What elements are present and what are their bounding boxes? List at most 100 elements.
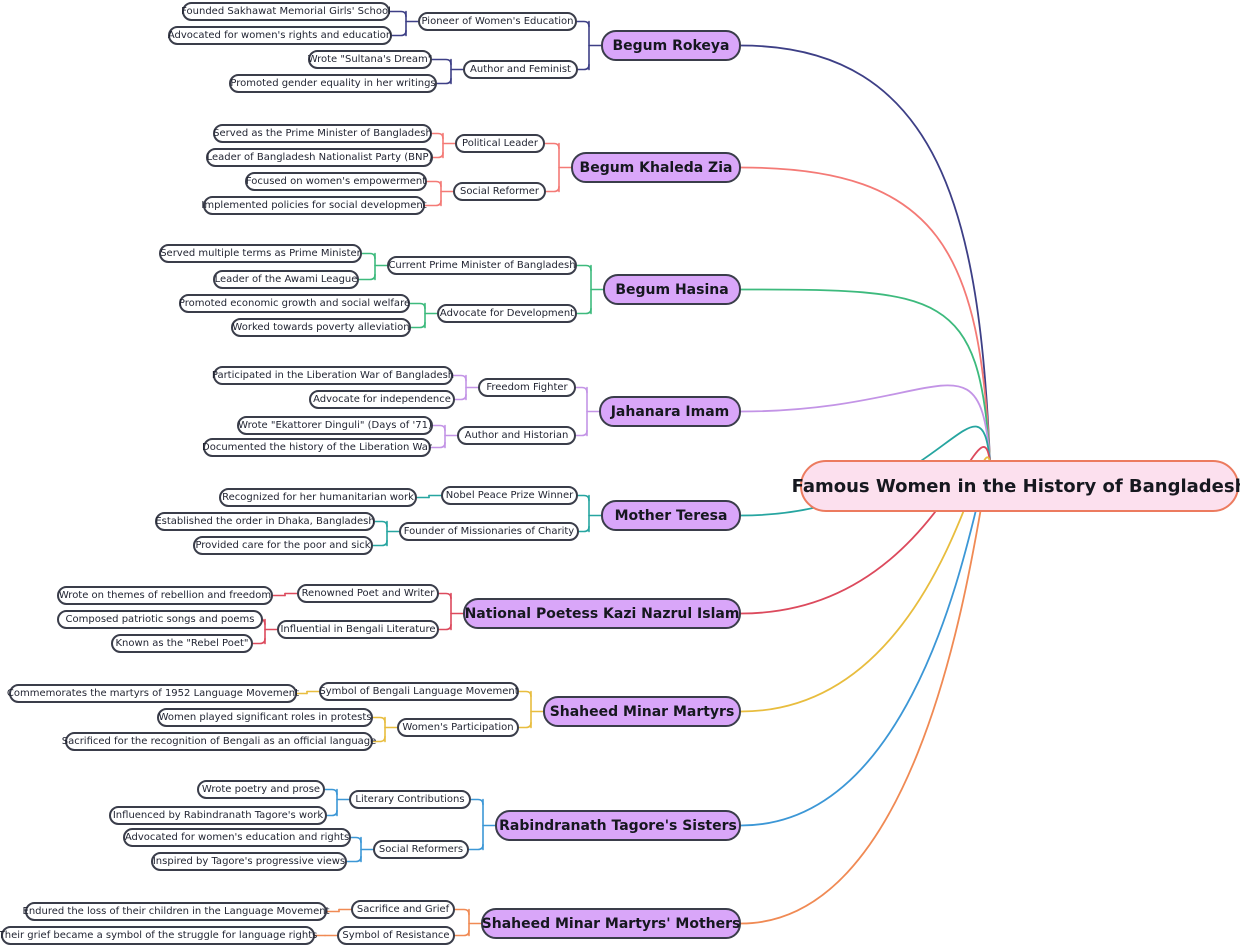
connector-current-prime-minister-of-bangladesh-link-1	[358, 273, 376, 281]
leaf-influenced-by-rabindranath-tagore-s-work[interactable]: Influenced by Rabindranath Tagore's work	[109, 806, 327, 825]
leaf-provided-care-for-the-poor-and-sick[interactable]: Provided care for the poor and sick	[193, 536, 373, 555]
leaf-leader-of-bangladesh-nationalist-party-b[interactable]: Leader of Bangladesh Nationalist Party (…	[206, 148, 433, 167]
leaf-wrote-poetry-and-prose[interactable]: Wrote poetry and prose	[197, 780, 325, 799]
subtopic-author-and-historian[interactable]: Author and Historian	[457, 426, 576, 445]
leaf-recognized-for-her-humanitarian-work[interactable]: Recognized for her humanitarian work	[219, 488, 417, 507]
connector-jahanara-imam-link-0	[575, 386, 588, 394]
leaf-worked-towards-poverty-alleviation[interactable]: Worked towards poverty alleviation	[231, 318, 411, 337]
leaf-wrote-ekattorer-dinguli-days-of-71[interactable]: Wrote "Ekattorer Dinguli" (Days of '71)	[237, 416, 433, 435]
connector-rabindranath-tagore-s-sisters-link-1	[468, 843, 484, 851]
connector-freedom-fighter-link-1	[454, 393, 467, 401]
leaf-advocated-for-women-s-education-and-righ[interactable]: Advocated for women's education and righ…	[123, 828, 351, 847]
leaf-inspired-by-tagore-s-progressive-views[interactable]: Inspired by Tagore's progressive views	[151, 852, 347, 871]
subtopic-renowned-poet-and-writer[interactable]: Renowned Poet and Writer	[297, 584, 439, 603]
leaf-wrote-on-themes-of-rebellion-and-freedom[interactable]: Wrote on themes of rebellion and freedom	[57, 586, 273, 605]
subtopic-author-and-feminist[interactable]: Author and Feminist	[463, 60, 578, 79]
connector-literary-contributions-link-1	[326, 809, 338, 817]
connector-political-leader-link-0	[431, 132, 444, 140]
subtopic-political-leader[interactable]: Political Leader	[455, 134, 545, 153]
leaf-documented-the-history-of-the-liberation[interactable]: Documented the history of the Liberation…	[202, 438, 432, 457]
connector-social-reformers-link-0	[350, 836, 362, 844]
subtopic-pioneer-of-women-s-education[interactable]: Pioneer of Women's Education	[418, 12, 577, 31]
connector-women-s-participation-link-0	[372, 716, 386, 724]
subtopic-sacrifice-and-grief[interactable]: Sacrifice and Grief	[351, 900, 455, 919]
connector-author-and-historian-link-0	[432, 424, 446, 432]
connector-begum-rokeya-link-1	[577, 63, 590, 71]
connector-jahanara-imam-link-1	[575, 429, 588, 437]
connector-begum-khaleda-zia-link-0	[544, 142, 560, 150]
connector-political-leader-link-1	[432, 151, 444, 159]
subtopic-nobel-peace-prize-winner[interactable]: Nobel Peace Prize Winner	[441, 486, 578, 505]
connector-founder-of-missionaries-of-charity-link-1	[372, 539, 388, 547]
leaf-leader-of-the-awami-league[interactable]: Leader of the Awami League	[213, 270, 359, 289]
connector-shaheed-minar-martyrs-mothers-link-0	[454, 908, 470, 916]
branch-shaheed-minar-martyrs[interactable]: Shaheed Minar Martyrs	[543, 696, 741, 727]
connector-rabindranath-tagore-s-sisters-link-0	[470, 798, 484, 806]
connector-national-poetess-kazi-nazrul-islam-link-1	[438, 623, 452, 631]
branch-mother-teresa[interactable]: Mother Teresa	[601, 500, 741, 531]
leaf-promoted-gender-equality-in-her-writings[interactable]: Promoted gender equality in her writings	[229, 74, 437, 93]
branch-national-poetess-kazi-nazrul-islam[interactable]: National Poetess Kazi Nazrul Islam	[463, 598, 741, 629]
leaf-established-the-order-in-dhaka-banglades[interactable]: Established the order in Dhaka, Banglade…	[155, 512, 375, 531]
connector-author-and-historian-link-1	[430, 441, 446, 449]
connector-social-reformer-link-0	[426, 180, 442, 188]
connector-mother-teresa-link-0	[577, 494, 590, 502]
leaf-known-as-the-rebel-poet[interactable]: Known as the "Rebel Poet"	[111, 634, 253, 653]
connector-current-prime-minister-of-bangladesh-link-0	[361, 252, 376, 260]
branch-begum-khaleda-zia[interactable]: Begum Khaleda Zia	[571, 152, 741, 183]
connector-advocate-for-development-link-1	[410, 321, 426, 329]
subtopic-symbol-of-resistance[interactable]: Symbol of Resistance	[337, 926, 455, 945]
subtopic-influential-in-bengali-literature[interactable]: Influential in Bengali Literature	[277, 620, 439, 639]
connector-begum-hasina-link-1	[576, 307, 592, 315]
connector-social-reformer-link-1	[424, 199, 442, 207]
leaf-served-as-the-prime-minister-of-banglade[interactable]: Served as the Prime Minister of Banglade…	[213, 124, 432, 143]
connector-literary-contributions-link-0	[324, 788, 338, 796]
subtopic-social-reformers[interactable]: Social Reformers	[373, 840, 469, 859]
leaf-participated-in-the-liberation-war-of-ba[interactable]: Participated in the Liberation War of Ba…	[212, 366, 454, 385]
branch-begum-rokeya[interactable]: Begum Rokeya	[601, 30, 741, 61]
connector-begum-khaleda-zia-link-1	[545, 185, 560, 193]
connector-central-begum-rokeya	[740, 44, 991, 463]
leaf-sacrificed-for-the-recognition-of-bengal[interactable]: Sacrificed for the recognition of Bengal…	[62, 732, 376, 751]
connector-mother-teresa-link-1	[578, 525, 590, 533]
connector-freedom-fighter-link-0	[452, 374, 467, 382]
leaf-served-multiple-terms-as-prime-minister[interactable]: Served multiple terms as Prime Minister	[159, 244, 362, 263]
connector-begum-rokeya-link-0	[576, 20, 590, 28]
subtopic-women-s-participation[interactable]: Women's Participation	[397, 718, 519, 737]
leaf-women-played-significant-roles-in-protes[interactable]: Women played significant roles in protes…	[157, 708, 373, 727]
leaf-promoted-economic-growth-and-social-welf[interactable]: Promoted economic growth and social welf…	[179, 294, 410, 313]
connector-influential-in-bengali-literature-link-1	[252, 637, 266, 645]
connector-central-begum-khaleda-zia	[740, 166, 991, 463]
leaf-their-grief-became-a-symbol-of-the-strug[interactable]: Their grief became a symbol of the strug…	[0, 926, 317, 945]
leaf-advocated-for-women-s-rights-and-educati[interactable]: Advocated for women's rights and educati…	[168, 26, 392, 45]
leaf-advocate-for-independence[interactable]: Advocate for independence	[309, 390, 455, 409]
leaf-wrote-sultana-s-dream[interactable]: Wrote "Sultana's Dream"	[308, 50, 432, 69]
central-topic[interactable]: Famous Women in the History of Banglades…	[792, 460, 1240, 512]
leaf-focused-on-women-s-empowerment[interactable]: Focused on women's empowerment	[245, 172, 427, 191]
connector-central-shaheed-minar-martyrs-mothers	[740, 461, 991, 925]
connector-women-s-participation-link-1	[372, 735, 386, 743]
branch-rabindranath-tagore-s-sisters[interactable]: Rabindranath Tagore's Sisters	[495, 810, 741, 841]
branch-jahanara-imam[interactable]: Jahanara Imam	[599, 396, 741, 427]
connector-central-begum-hasina	[740, 288, 991, 463]
branch-shaheed-minar-martyrs-mothers[interactable]: Shaheed Minar Martyrs' Mothers	[481, 908, 741, 939]
connector-pioneer-of-women-s-education-link-1	[391, 29, 407, 37]
subtopic-symbol-of-bengali-language-movement[interactable]: Symbol of Bengali Language Movement	[319, 682, 519, 701]
leaf-founded-sakhawat-memorial-girls-school[interactable]: Founded Sakhawat Memorial Girls' School	[181, 2, 391, 21]
connector-social-reformers-link-1	[346, 855, 362, 863]
leaf-composed-patriotic-songs-and-poems[interactable]: Composed patriotic songs and poems	[57, 610, 263, 629]
leaf-commemorates-the-martyrs-of-1952-languag[interactable]: Commemorates the martyrs of 1952 Languag…	[7, 684, 299, 703]
connector-author-and-feminist-link-1	[436, 77, 452, 85]
subtopic-literary-contributions[interactable]: Literary Contributions	[349, 790, 471, 809]
subtopic-current-prime-minister-of-bangladesh[interactable]: Current Prime Minister of Bangladesh	[387, 256, 577, 275]
leaf-implemented-policies-for-social-developm[interactable]: Implemented policies for social developm…	[201, 196, 427, 215]
connector-pioneer-of-women-s-education-link-0	[389, 10, 407, 18]
subtopic-founder-of-missionaries-of-charity[interactable]: Founder of Missionaries of Charity	[399, 522, 579, 541]
connector-founder-of-missionaries-of-charity-link-0	[374, 520, 388, 528]
subtopic-social-reformer[interactable]: Social Reformer	[453, 182, 546, 201]
connector-author-and-feminist-link-0	[431, 58, 452, 66]
subtopic-advocate-for-development[interactable]: Advocate for Development	[437, 304, 577, 323]
leaf-endured-the-loss-of-their-children-in-th[interactable]: Endured the loss of their children in th…	[23, 902, 330, 921]
subtopic-freedom-fighter[interactable]: Freedom Fighter	[478, 378, 576, 397]
branch-begum-hasina[interactable]: Begum Hasina	[603, 274, 741, 305]
